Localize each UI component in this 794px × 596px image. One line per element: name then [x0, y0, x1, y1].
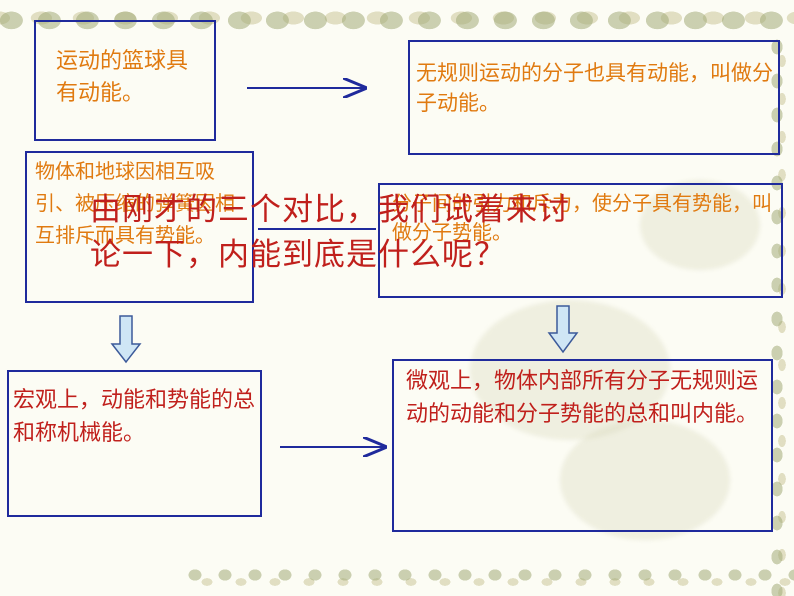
- question-line-1: 由刚才的三个对比，我们试着来讨: [90, 192, 570, 228]
- box-internal-energy: 微观上，物体内部所有分子无规则运动的动能和分子势能的总和叫内能。: [392, 359, 773, 532]
- box-mechanical-energy: 宏观上，动能和势能的总和称机械能。: [7, 370, 262, 517]
- box-potential-energy: 物体和地球因相互吸引、被压缩的弹簧因相互排斥而具有势能。: [25, 151, 254, 303]
- block-arrow-down-left: [110, 315, 142, 364]
- vine-border-bottom: [180, 562, 794, 596]
- block-arrow-down-right: [547, 305, 579, 354]
- question-line-2: 论一下，内能到底是什么呢？: [90, 237, 506, 273]
- box-molecular-kinetic: 无规则运动的分子也具有动能，叫做分子动能。: [408, 40, 780, 155]
- box-basketball-kinetic: 运动的篮球具有动能。: [34, 20, 216, 141]
- vine-border-top: [0, 0, 794, 46]
- background-leaf: [560, 420, 730, 540]
- box-molecular-potential: 分子间的引力和斥力，使分子具有势能，叫做分子势能。: [378, 183, 783, 298]
- background-leaf: [640, 180, 760, 270]
- background-leaf: [470, 300, 670, 440]
